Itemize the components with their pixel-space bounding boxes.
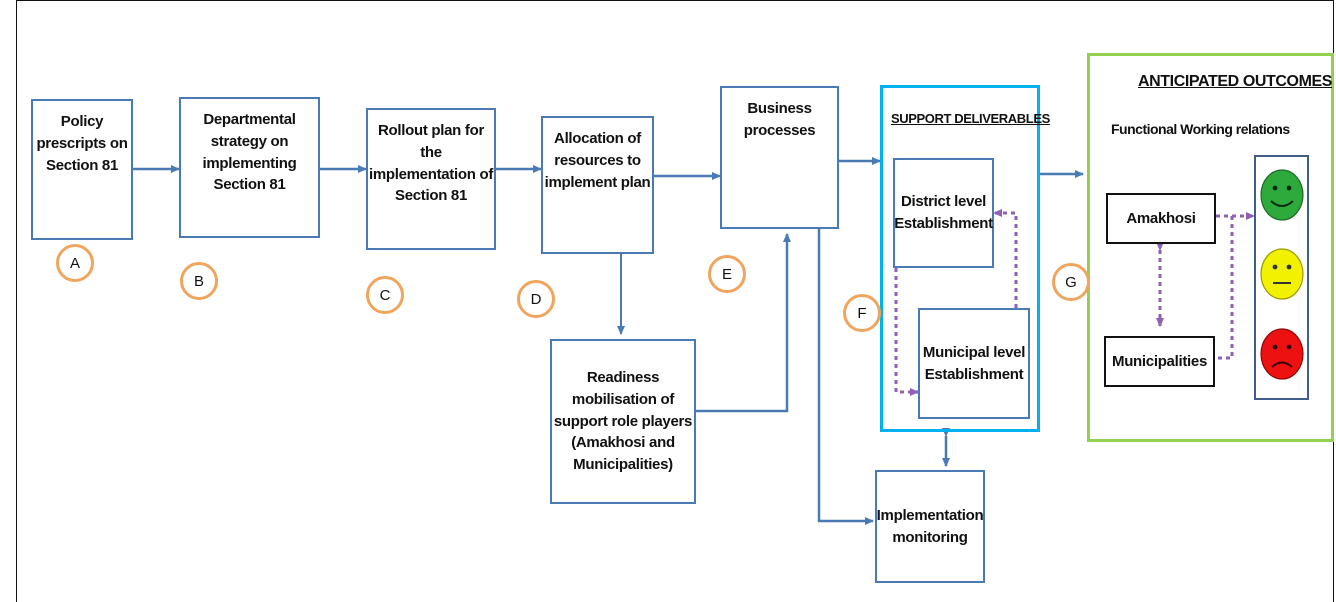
faces-column — [1254, 155, 1309, 400]
neutral-face-icon — [1260, 248, 1304, 300]
box-business-processes: Business processes — [720, 86, 839, 229]
step-circle-a: A — [56, 244, 94, 282]
support-deliverables-panel: SUPPORT DELIVERABLES — [880, 85, 1050, 432]
box-policy-prescripts: Policy prescripts on Section 81 — [31, 99, 133, 240]
box-municipalities: Municipalities — [1104, 336, 1215, 387]
box-departmental-strategy: Departmental strategy on implementing Se… — [179, 97, 320, 238]
box-rollout-plan: Rollout plan for the implementation of S… — [366, 108, 496, 250]
dotted-amakhosi-faces — [1215, 214, 1234, 360]
box-municipal-establishment: Municipal level Establishment — [918, 308, 1030, 419]
support-deliverables-title: SUPPORT DELIVERABLES — [891, 111, 1050, 126]
functional-relations-label: Functional Working relations — [1111, 121, 1290, 137]
arrow-e-monitoring — [817, 229, 874, 525]
step-circle-f: F — [843, 294, 881, 332]
step-circle-d: D — [517, 280, 555, 318]
step-circle-g: G — [1052, 263, 1090, 301]
box-readiness-mobilisation: Readiness mobilisation of support role p… — [550, 339, 696, 504]
sad-face-icon — [1260, 328, 1304, 380]
dotted-district-municipal — [894, 268, 919, 396]
box-allocation-resources: Allocation of resources to implement pla… — [541, 116, 654, 254]
arrow-readiness-e — [696, 233, 791, 413]
box-amakhosi: Amakhosi — [1106, 193, 1216, 244]
happy-face-icon — [1260, 169, 1304, 221]
step-circle-e: E — [708, 255, 746, 293]
anticipated-outcomes-panel: ANTICIPATED OUTCOMES — [1087, 53, 1334, 442]
box-district-establishment: District level Establishment — [893, 158, 994, 268]
step-circle-c: C — [366, 276, 404, 314]
box-implementation-monitoring: Implementation monitoring — [875, 470, 985, 583]
step-circle-b: B — [180, 262, 218, 300]
anticipated-outcomes-title: ANTICIPATED OUTCOMES — [1138, 73, 1333, 90]
